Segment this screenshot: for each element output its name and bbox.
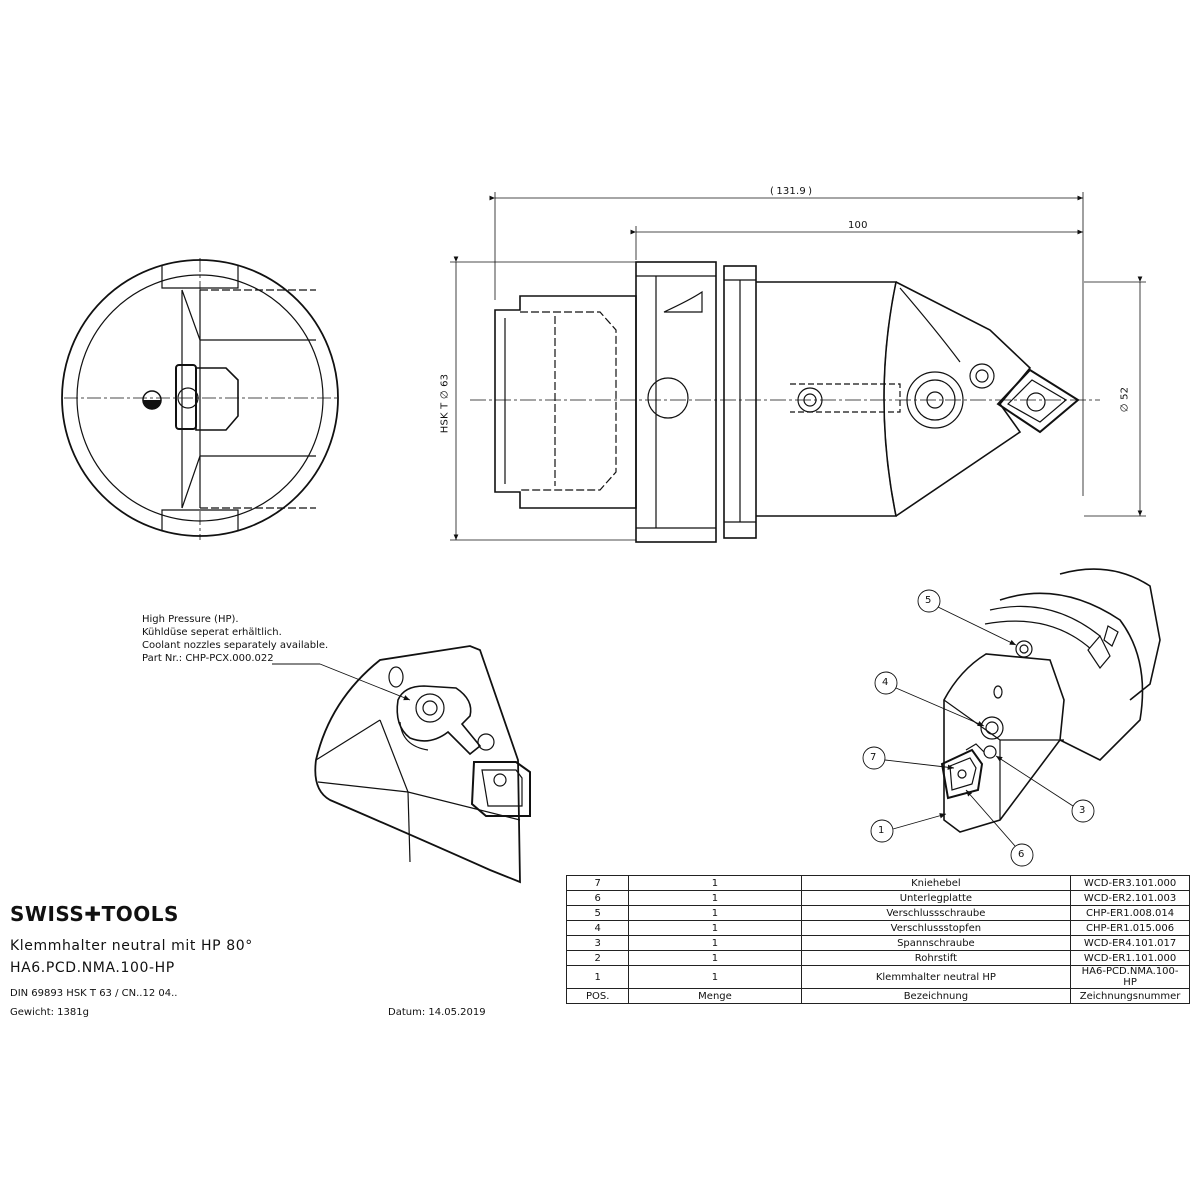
callout-6: 6 [1018,849,1025,860]
callout-4: 4 [882,677,889,688]
drawing-title: Klemmhalter neutral mit HP 80° [10,938,253,954]
cell-number: CHP-ER1.008.014 [1070,905,1190,921]
cell-qty: 1 [628,950,802,966]
header-number: Zeichnungsnummer [1070,988,1190,1004]
dimension-shank-diameter: HSK T ∅ 63 [439,373,451,434]
cell-pos: 3 [565,935,630,951]
cell-name: Verschlussschraube [800,905,1072,921]
dimension-total-length: ( 131.9 ) [770,186,813,197]
cell-name: Verschlussstopfen [800,920,1072,936]
parts-list-header: POS. Menge Bezeichnung Zeichnungsnummer [565,988,1190,1004]
cell-qty: 1 [628,875,802,891]
header-pos: POS. [565,988,630,1004]
note-line-2: Kühldüse seperat erhältlich. [142,627,282,638]
brand-logo: SWISS✚TOOLS [10,902,179,926]
note-line-4: Part Nr.: CHP-PCX.000.022 [142,653,274,664]
cell-pos: 1 [565,965,630,989]
cell-qty: 1 [628,935,802,951]
cell-qty: 1 [628,965,802,989]
cell-qty: 1 [628,920,802,936]
detail-view [314,645,531,884]
cell-pos: 7 [565,875,630,891]
cell-number: WCD-ER1.101.000 [1070,950,1190,966]
callout-1: 1 [878,825,885,836]
side-view [470,261,1100,543]
dimension-head-diameter: ∅ 52 [1119,386,1131,413]
callouts [272,589,1095,867]
cell-qty: 1 [628,905,802,921]
cell-name: Kniehebel [800,875,1072,891]
standard-spec: DIN 69893 HSK T 63 / CN..12 04.. [10,988,178,999]
cell-pos: 2 [565,950,630,966]
weight: Gewicht: 1381g [10,1007,89,1018]
callout-3: 3 [1079,805,1086,816]
cell-pos: 5 [565,905,630,921]
callout-5: 5 [925,595,932,606]
note-line-1: High Pressure (HP). [142,614,239,625]
cell-qty: 1 [628,890,802,906]
cell-pos: 6 [565,890,630,906]
drawing-date: Datum: 14.05.2019 [388,1007,486,1018]
cell-name: Unterlegplatte [800,890,1072,906]
cell-number: CHP-ER1.015.006 [1070,920,1190,936]
cell-pos: 4 [565,920,630,936]
isometric-view [940,568,1161,833]
note-line-3: Coolant nozzles separately available. [142,640,329,651]
dimension-lines [450,192,1146,541]
end-view [61,258,339,540]
cell-name: Klemmhalter neutral HP [800,965,1072,989]
coolant-note: High Pressure (HP). Kühldüse seperat erh… [142,613,328,665]
cell-number: WCD-ER4.101.017 [1070,935,1190,951]
cell-name: Spannschraube [800,935,1072,951]
cell-number: WCD-ER3.101.000 [1070,875,1190,891]
dimension-length: 100 [848,220,868,231]
header-qty: Menge [628,988,802,1004]
callout-7: 7 [870,752,877,763]
cell-number: HA6-PCD.NMA.100-HP [1070,965,1190,989]
cell-number: WCD-ER2.101.003 [1070,890,1190,906]
part-number: HA6.PCD.NMA.100-HP [10,960,175,976]
header-name: Bezeichnung [800,988,1072,1004]
cell-name: Rohrstift [800,950,1072,966]
